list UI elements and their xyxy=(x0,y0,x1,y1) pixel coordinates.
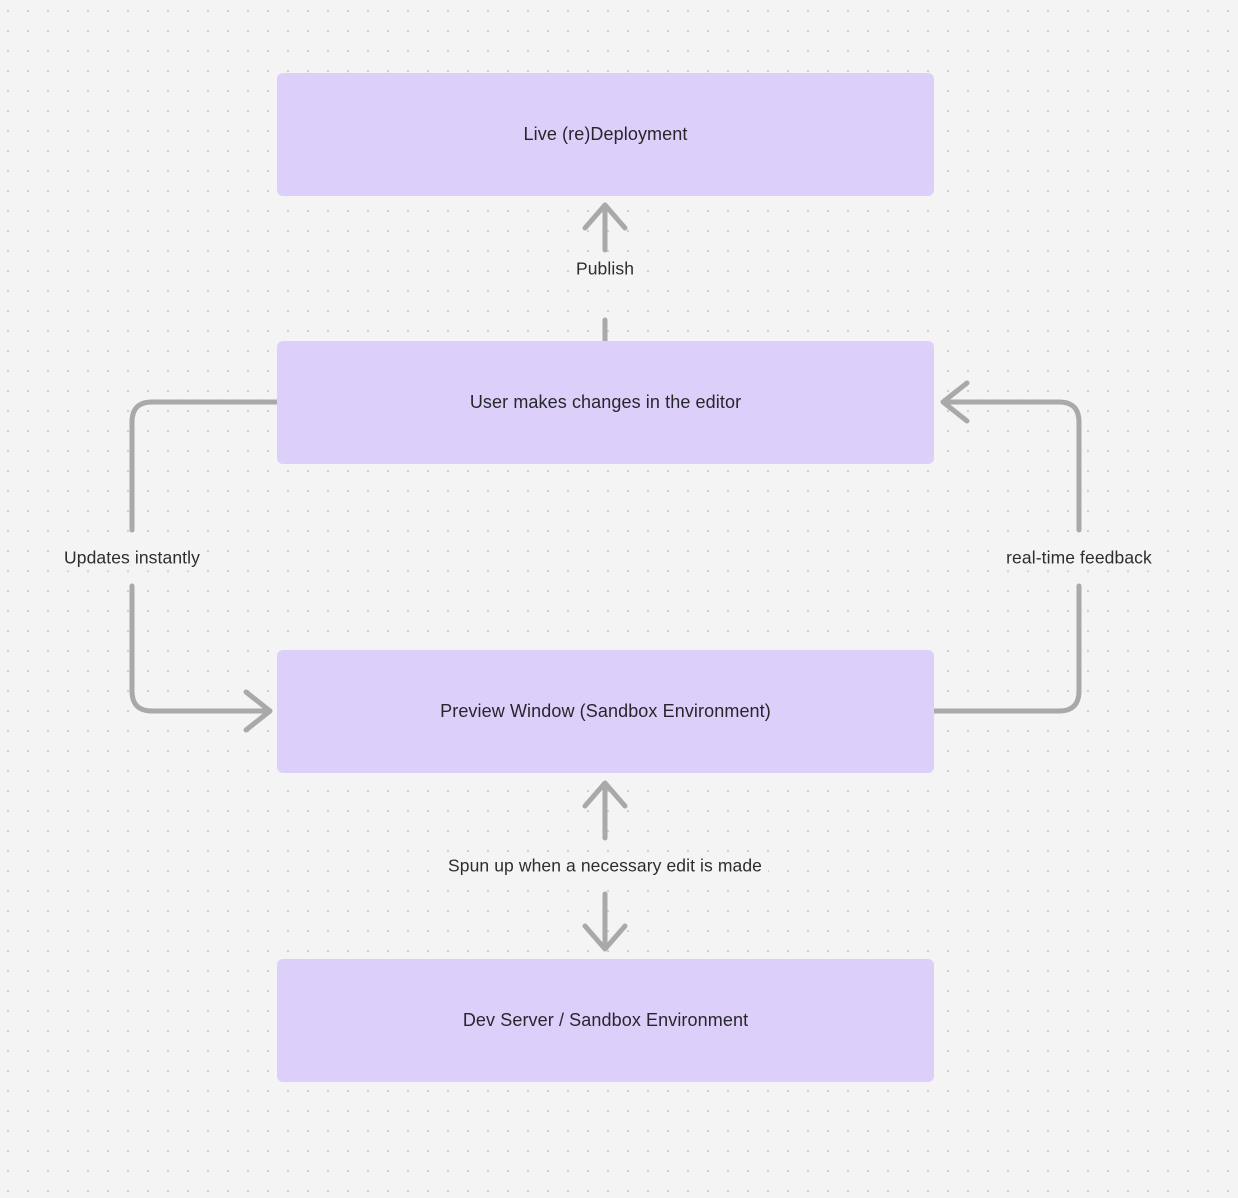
edge-real-time-feedback xyxy=(931,380,1082,714)
node-label: User makes changes in the editor xyxy=(469,391,742,412)
edge-label-updates-instantly: Updates instantly xyxy=(58,545,206,571)
edge-updates-instantly xyxy=(129,399,280,733)
edge-label-real-time-feedback: real-time feedback xyxy=(1000,545,1158,571)
node-live-deployment[interactable]: Live (re)Deployment xyxy=(277,73,934,196)
edge-publish xyxy=(582,202,628,344)
node-label: Preview Window (Sandbox Environment) xyxy=(440,700,771,721)
edge-label-publish: Publish xyxy=(569,256,641,282)
node-dev-server[interactable]: Dev Server / Sandbox Environment xyxy=(277,959,934,1082)
node-preview-window[interactable]: Preview Window (Sandbox Environment) xyxy=(277,650,934,773)
node-label: Dev Server / Sandbox Environment xyxy=(462,1009,749,1030)
node-user-edits[interactable]: User makes changes in the editor xyxy=(277,341,934,464)
edge-spin-up xyxy=(582,780,628,952)
edge-label-spin-up: Spun up when a necessary edit is made xyxy=(441,853,769,879)
node-label: Live (re)Deployment xyxy=(523,123,688,144)
